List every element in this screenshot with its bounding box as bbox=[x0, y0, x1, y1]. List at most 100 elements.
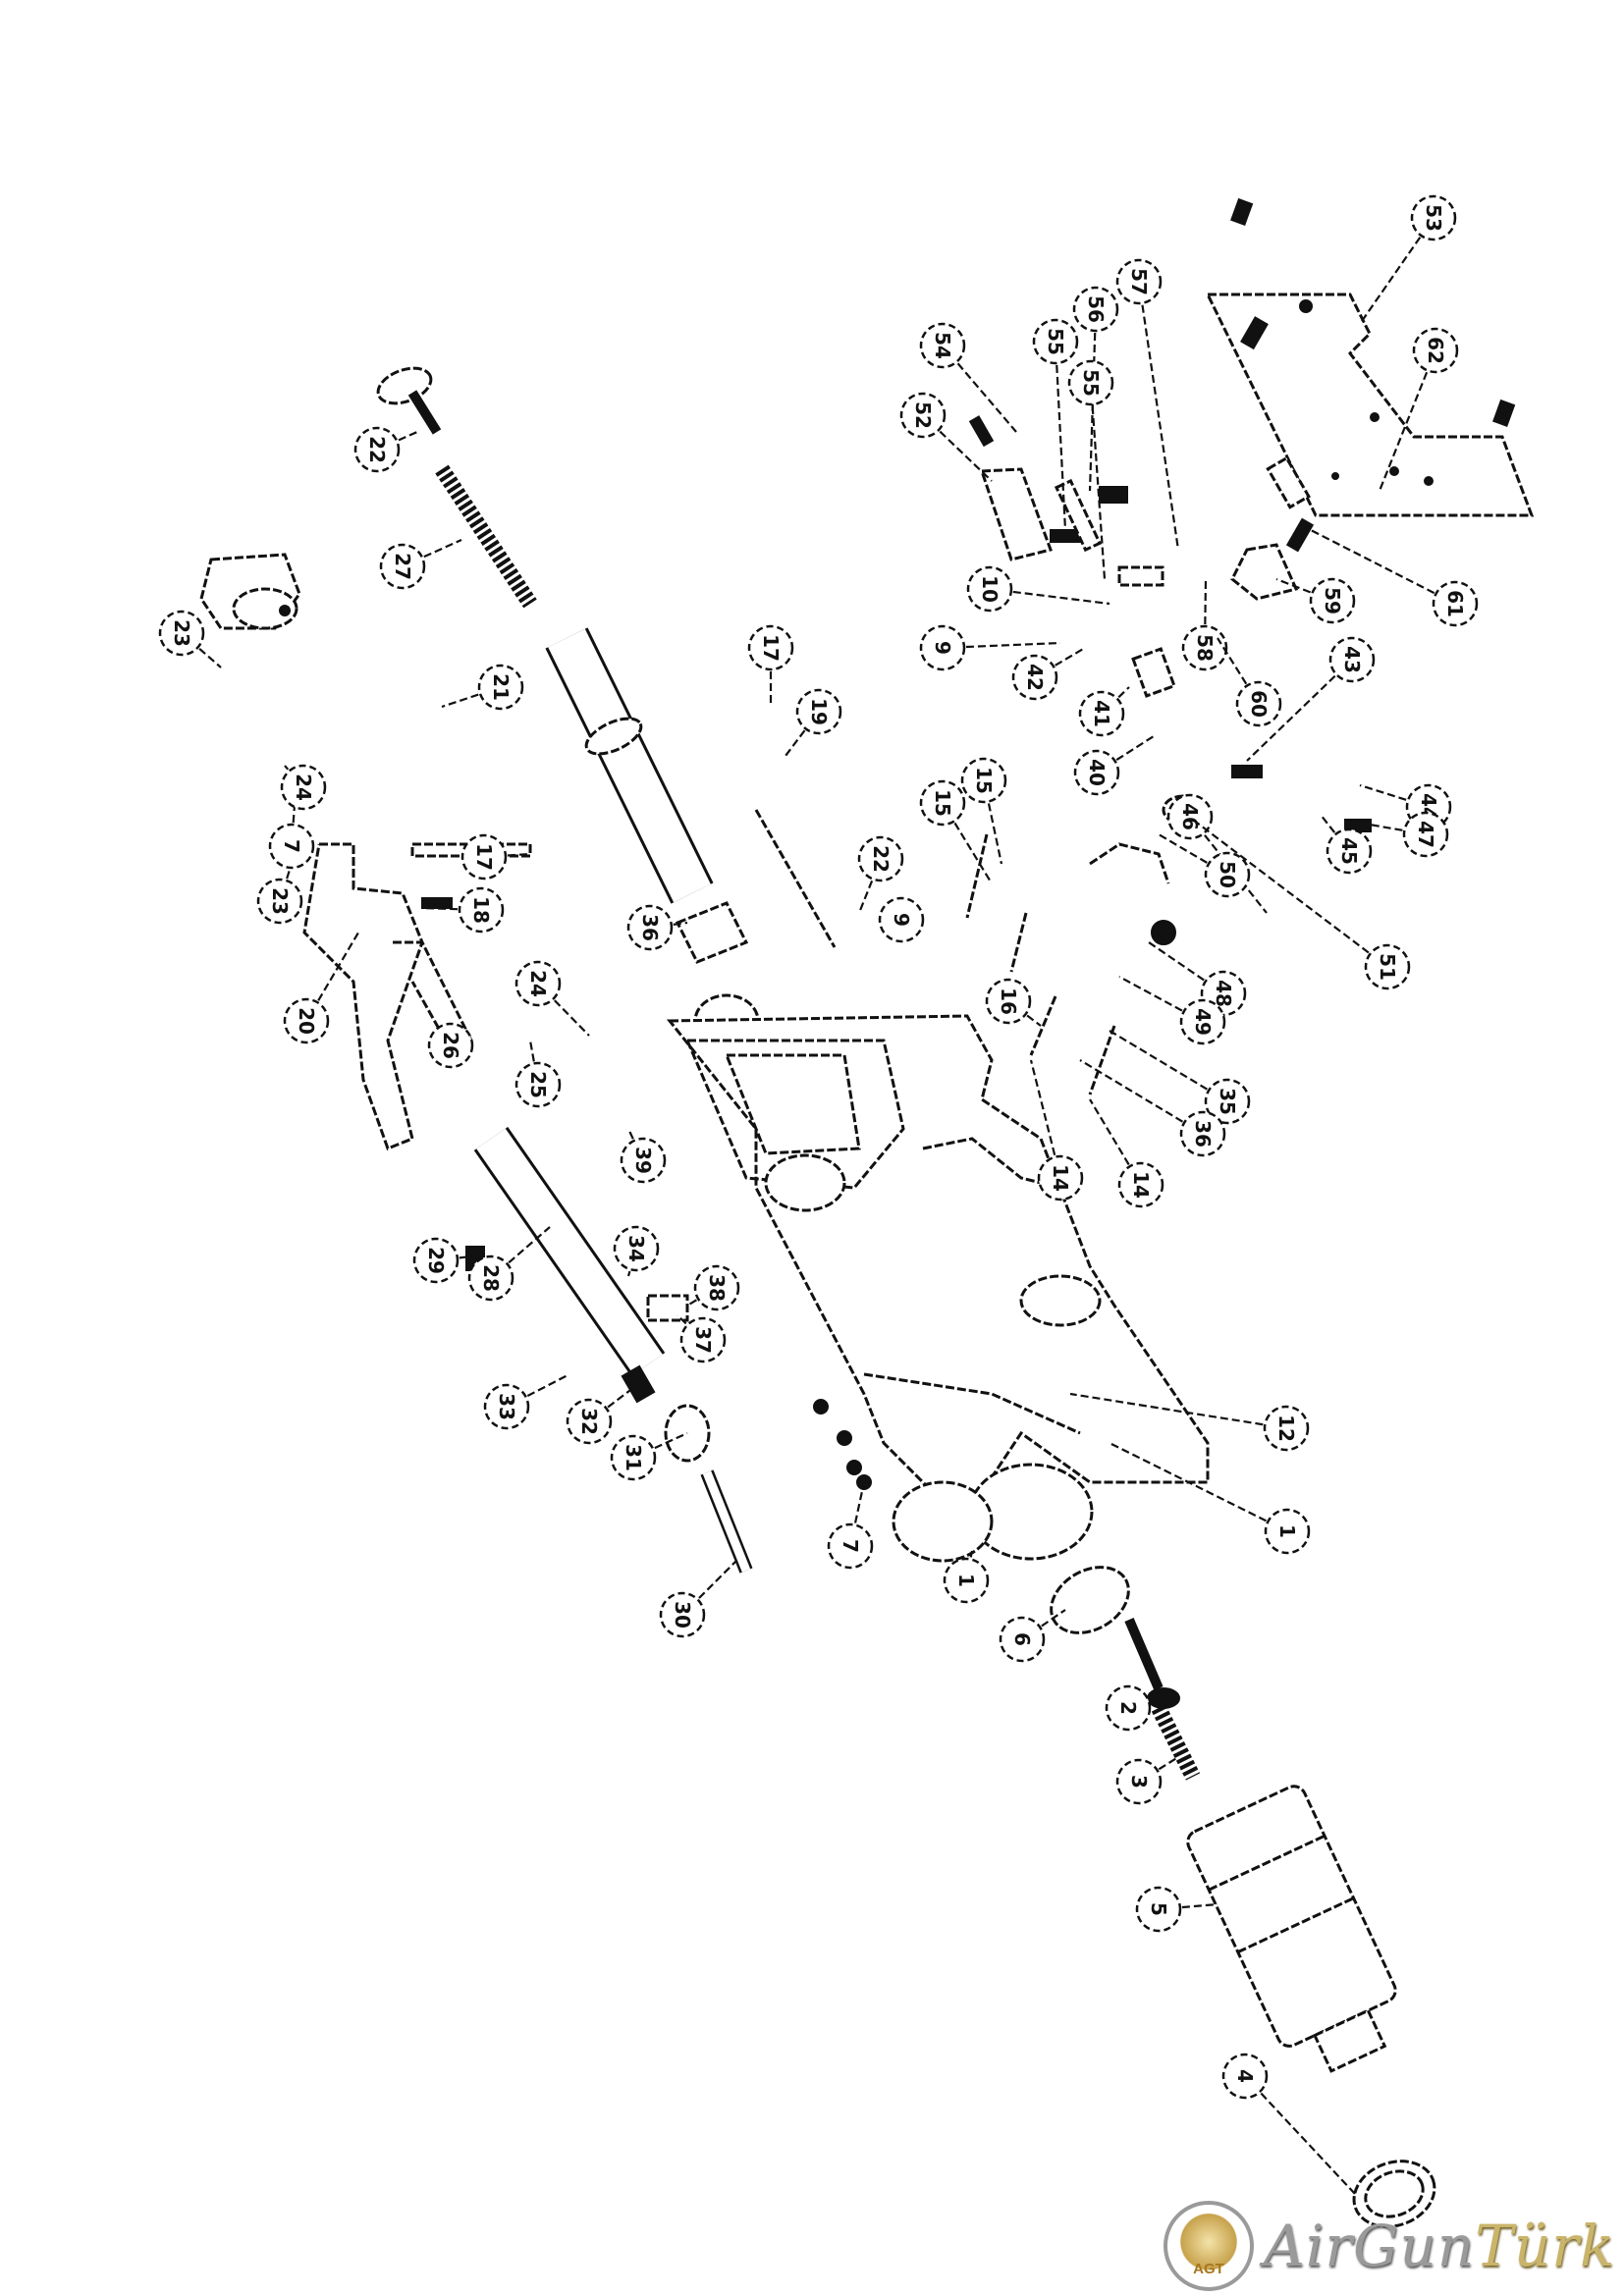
callout-part-7: 7 bbox=[268, 823, 315, 870]
callout-part-36: 36 bbox=[626, 904, 674, 951]
callout-circle bbox=[1328, 636, 1376, 683]
callout-part-41: 41 bbox=[1078, 690, 1125, 737]
callout-circle bbox=[985, 978, 1032, 1025]
callout-circle bbox=[966, 565, 1013, 613]
callout-leader-line bbox=[1192, 819, 1388, 968]
logo-text-airgun: AirGun bbox=[1264, 2212, 1476, 2279]
callout-circle bbox=[1032, 318, 1079, 365]
callout-circle bbox=[1115, 1758, 1163, 1805]
callout-number: 56 bbox=[1084, 295, 1108, 323]
callout-circle bbox=[1263, 1405, 1310, 1452]
callout-number: 17 bbox=[759, 634, 783, 662]
callout-part-43: 43 bbox=[1328, 636, 1376, 683]
callout-number: 49 bbox=[1191, 1008, 1215, 1036]
callout-leader-line bbox=[1021, 1609, 1066, 1640]
callout-part-42: 42 bbox=[1011, 654, 1058, 701]
callout-number: 42 bbox=[1023, 664, 1047, 691]
callout-circle bbox=[460, 833, 508, 881]
callout-number: 20 bbox=[295, 1007, 318, 1035]
callout-part-47: 47 bbox=[1402, 811, 1449, 858]
callout-part-9: 9 bbox=[878, 896, 925, 943]
callout-circle bbox=[1011, 654, 1058, 701]
callout-part-29: 29 bbox=[412, 1237, 460, 1284]
callout-part-19: 19 bbox=[795, 688, 842, 735]
callout-leader-line bbox=[1109, 1442, 1288, 1532]
callout-circle bbox=[919, 779, 966, 827]
callout-number: 14 bbox=[1049, 1164, 1072, 1192]
callout-circle bbox=[268, 823, 315, 870]
callout-number: 3 bbox=[1127, 1775, 1151, 1789]
callout-circle bbox=[483, 1383, 530, 1430]
callout-leader-line bbox=[1378, 349, 1437, 492]
o-ring-part bbox=[1050, 1566, 1130, 1634]
callout-leader-line bbox=[1275, 577, 1333, 603]
callout-part-57: 57 bbox=[1115, 258, 1163, 305]
callout-circle bbox=[1181, 624, 1228, 671]
callout-number: 14 bbox=[1129, 1171, 1153, 1199]
callout-number: 22 bbox=[365, 436, 389, 463]
end-cap-block-part bbox=[199, 553, 301, 630]
callout-circle bbox=[566, 1398, 613, 1445]
callout-part-31: 31 bbox=[610, 1434, 657, 1481]
callout-circle bbox=[1221, 2053, 1269, 2100]
callout-number: 17 bbox=[472, 843, 496, 871]
callout-part-23: 23 bbox=[158, 610, 205, 657]
callout-leader-line bbox=[402, 538, 462, 568]
callout-circle bbox=[1179, 998, 1226, 1045]
callout-part-62: 62 bbox=[1412, 327, 1459, 374]
callout-number: 39 bbox=[631, 1147, 655, 1174]
callout-part-24: 24 bbox=[514, 960, 562, 1007]
callout-number: 55 bbox=[1079, 369, 1103, 397]
callout-number: 35 bbox=[1216, 1088, 1239, 1115]
callout-number: 54 bbox=[931, 332, 954, 359]
main-spring-part bbox=[435, 464, 537, 609]
callout-part-23: 23 bbox=[256, 878, 303, 925]
callout-leader-line bbox=[632, 1431, 688, 1460]
callout-circle bbox=[1179, 1110, 1226, 1157]
callout-number: 24 bbox=[292, 774, 315, 801]
callout-circle bbox=[1067, 359, 1114, 406]
callout-number: 60 bbox=[1247, 690, 1271, 718]
callout-number: 28 bbox=[479, 1264, 503, 1292]
callout-part-51: 51 bbox=[1364, 943, 1411, 990]
callout-number: 61 bbox=[1443, 590, 1467, 617]
callout-number: 18 bbox=[469, 896, 493, 924]
callout-circle bbox=[795, 688, 842, 735]
callout-number: 9 bbox=[931, 641, 954, 655]
callout-circle bbox=[1166, 793, 1214, 840]
callout-circle bbox=[1326, 828, 1373, 875]
callout-leader-line bbox=[1034, 647, 1086, 678]
trigger-lever-part bbox=[302, 842, 532, 1150]
callout-number: 24 bbox=[526, 970, 550, 997]
callout-number: 62 bbox=[1424, 337, 1447, 364]
callout-part-61: 61 bbox=[1432, 580, 1479, 627]
callout-number: 9 bbox=[890, 913, 913, 927]
callout-number: 29 bbox=[424, 1247, 448, 1274]
end-ring-part bbox=[1352, 2160, 1436, 2228]
callout-part-17: 17 bbox=[747, 624, 794, 671]
callout-number: 36 bbox=[1191, 1120, 1215, 1148]
callout-part-12: 12 bbox=[1263, 1405, 1310, 1452]
callout-leader-line bbox=[1246, 659, 1353, 762]
callout-circle bbox=[827, 1522, 874, 1570]
callout-circle bbox=[659, 1591, 706, 1638]
callout-circle bbox=[878, 896, 925, 943]
callout-leader-line bbox=[1088, 308, 1098, 492]
cylinder-tube-part bbox=[545, 627, 760, 1048]
callout-circle bbox=[1072, 286, 1119, 333]
callout-circle bbox=[379, 543, 426, 590]
callout-circle bbox=[256, 878, 303, 925]
callout-part-54: 54 bbox=[919, 322, 966, 369]
callout-number: 12 bbox=[1274, 1415, 1298, 1442]
callout-number: 4 bbox=[1233, 2069, 1257, 2083]
callout-number: 30 bbox=[671, 1601, 694, 1629]
callout-number: 48 bbox=[1212, 980, 1235, 1007]
callout-number: 19 bbox=[807, 698, 831, 725]
callout-number: 1 bbox=[954, 1574, 978, 1587]
callout-circle bbox=[693, 1264, 740, 1311]
callout-part-55: 55 bbox=[1032, 318, 1079, 365]
callout-number: 16 bbox=[997, 988, 1020, 1015]
screw-parts bbox=[968, 197, 1516, 553]
callout-circle bbox=[1235, 680, 1282, 727]
